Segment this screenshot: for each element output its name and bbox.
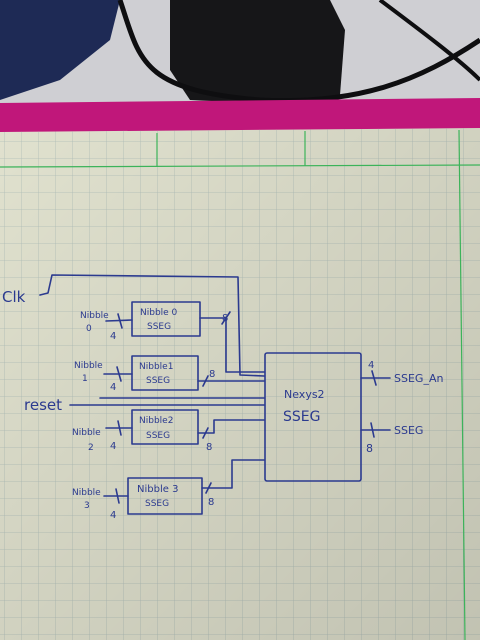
- nibble-block-1: [131, 355, 199, 391]
- nibble-0-input-label-bottom: 0: [86, 324, 92, 334]
- nibble-2-output-width: 8: [206, 442, 212, 453]
- diagram: [39, 274, 391, 515]
- sseg-label: SSEG: [394, 424, 423, 437]
- nibble-0-output-width: 8: [222, 313, 228, 324]
- nibble-0-input-width: 4: [110, 331, 116, 342]
- nibble-3-output-width: 8: [208, 497, 214, 508]
- diagram-labels: Clk reset Nexys2 SSEG Nibble 0 SSEG Nibb…: [2, 288, 443, 521]
- nibble-3-input-label-top: Nibble: [72, 488, 101, 498]
- nibble-1-output-tick: [202, 375, 209, 387]
- nibble-0-input-label-top: Nibble: [80, 311, 109, 321]
- nibble-1-input-tick: [116, 366, 122, 382]
- sseg-width: 8: [366, 442, 373, 455]
- nibble-3-output-tick: [205, 482, 212, 494]
- nibble-0-output-wire: [199, 317, 265, 373]
- nibble-block-0: [131, 301, 201, 337]
- sseg-an-width: 4: [368, 360, 374, 371]
- paper-shadow: [0, 128, 480, 640]
- black-cable: [117, 0, 480, 104]
- nibble-2-input-width: 4: [110, 441, 116, 452]
- nibble-3-input-width: 4: [110, 510, 116, 521]
- nibble-3-input-tick: [115, 488, 120, 504]
- margin-line-right: [458, 129, 466, 640]
- nibble-2-block-line1: Nibble2: [139, 416, 173, 426]
- blue-bag: [0, 0, 120, 100]
- sseg-output-tick: [370, 422, 375, 438]
- nibble-1-input-width: 4: [110, 382, 116, 393]
- clk-wire: [39, 274, 265, 377]
- nibble-0-input-wire: [105, 319, 133, 322]
- nibble-1-block-line1: Nibble1: [139, 362, 173, 372]
- nibble-1-input-label-bottom: 1: [82, 374, 88, 384]
- clk-label: Clk: [2, 288, 26, 306]
- nibble-0-block-line2: SSEG: [147, 322, 171, 332]
- nibble-0-block-line1: Nibble 0: [140, 308, 178, 318]
- sseg-an-output-tick: [371, 370, 377, 386]
- reset-label: reset: [24, 396, 62, 414]
- main-block-line2: SSEG: [283, 409, 320, 425]
- nibble-1-input-label-top: Nibble: [74, 361, 103, 371]
- main-block-line1: Nexys2: [284, 388, 325, 401]
- nibble-2-block-line2: SSEG: [146, 431, 170, 441]
- black-case: [170, 0, 345, 105]
- nibble-1-output-width: 8: [209, 369, 215, 380]
- sseg-an-label: SSEG_An: [394, 372, 443, 385]
- nibble-2-output-tick: [202, 427, 209, 439]
- nibble-0-input-tick: [117, 313, 123, 329]
- nibble-3-block-line1: Nibble 3: [137, 484, 178, 495]
- nibble-block-2: [131, 409, 199, 445]
- nibble-3-block-line2: SSEG: [145, 499, 169, 509]
- black-cable-2: [378, 0, 480, 82]
- nibble-2-input-label-bottom: 2: [88, 443, 94, 453]
- nibble-2-input-tick: [117, 420, 122, 436]
- nibble-2-input-label-top: Nibble: [72, 428, 101, 438]
- main-block: [264, 352, 362, 482]
- nibble-0-output-tick: [221, 311, 231, 325]
- margin-line-top: [0, 164, 480, 168]
- nibble-1-block-line2: SSEG: [146, 376, 170, 386]
- nibble-3-input-label-bottom: 3: [84, 501, 90, 511]
- nibble-3-output-wire: [201, 459, 265, 489]
